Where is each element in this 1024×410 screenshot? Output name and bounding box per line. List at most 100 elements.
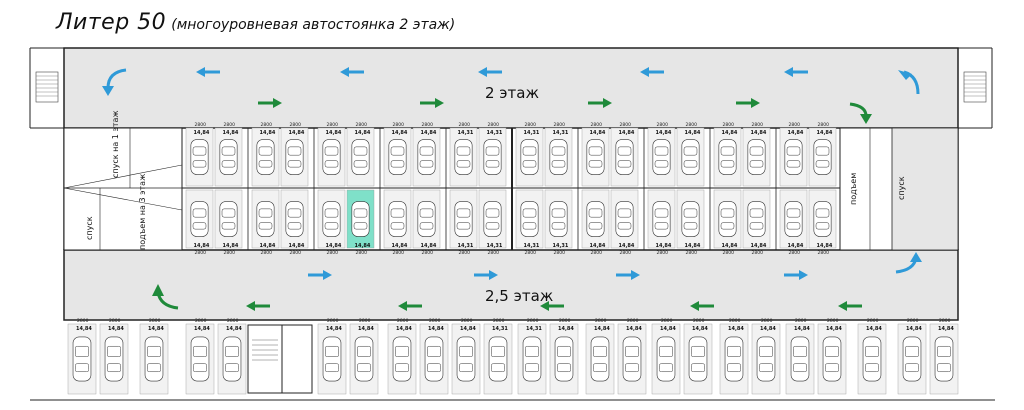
spot-area-label: 14,31 — [553, 130, 569, 136]
traffic-arrow-blue — [640, 67, 664, 77]
left-ramp — [63, 127, 183, 251]
car-icon — [354, 336, 374, 382]
spot-area-label: 14,84 — [223, 130, 239, 136]
car-icon — [488, 336, 508, 382]
car-icon — [351, 139, 370, 175]
spot-width-label: 2800 — [723, 250, 735, 256]
spot-width-label: 2800 — [752, 122, 764, 128]
ramp-down-to-1-label: спуск на 1 этаж — [111, 110, 120, 178]
spot-width-label: 2800 — [356, 250, 368, 256]
car-icon — [549, 201, 568, 237]
spot-area-label: 14,84 — [260, 130, 276, 136]
car-icon — [622, 336, 642, 382]
floor-2-5-label: 2,5 этаж — [485, 287, 553, 305]
ramp-up-right-label: подъем — [849, 173, 858, 205]
spot-area-label: 14,84 — [788, 243, 804, 249]
car-icon — [351, 201, 370, 237]
spot-width-label: 2800 — [327, 250, 339, 256]
traffic-arrow-blue — [340, 67, 364, 77]
spot-width-label: 2800 — [527, 318, 539, 324]
spot-width-label: 2800 — [195, 318, 207, 324]
car-icon — [144, 336, 164, 382]
car-icon — [549, 139, 568, 175]
spot-area-label: 14,31 — [524, 243, 540, 249]
spot-area-label: 14,84 — [656, 130, 672, 136]
car-icon — [520, 139, 539, 175]
spot-area-label: 14,84 — [148, 326, 164, 332]
traffic-arrow-green — [420, 98, 444, 108]
car-icon — [520, 201, 539, 237]
car-icon — [934, 336, 954, 382]
car-icon — [285, 201, 304, 237]
spot-area-label: 14,84 — [660, 326, 676, 332]
title-sub: (многоуровневая автостоянка 2 этаж) — [171, 17, 456, 33]
turn-arrow — [895, 252, 922, 274]
spot-width-label: 2800 — [227, 318, 239, 324]
